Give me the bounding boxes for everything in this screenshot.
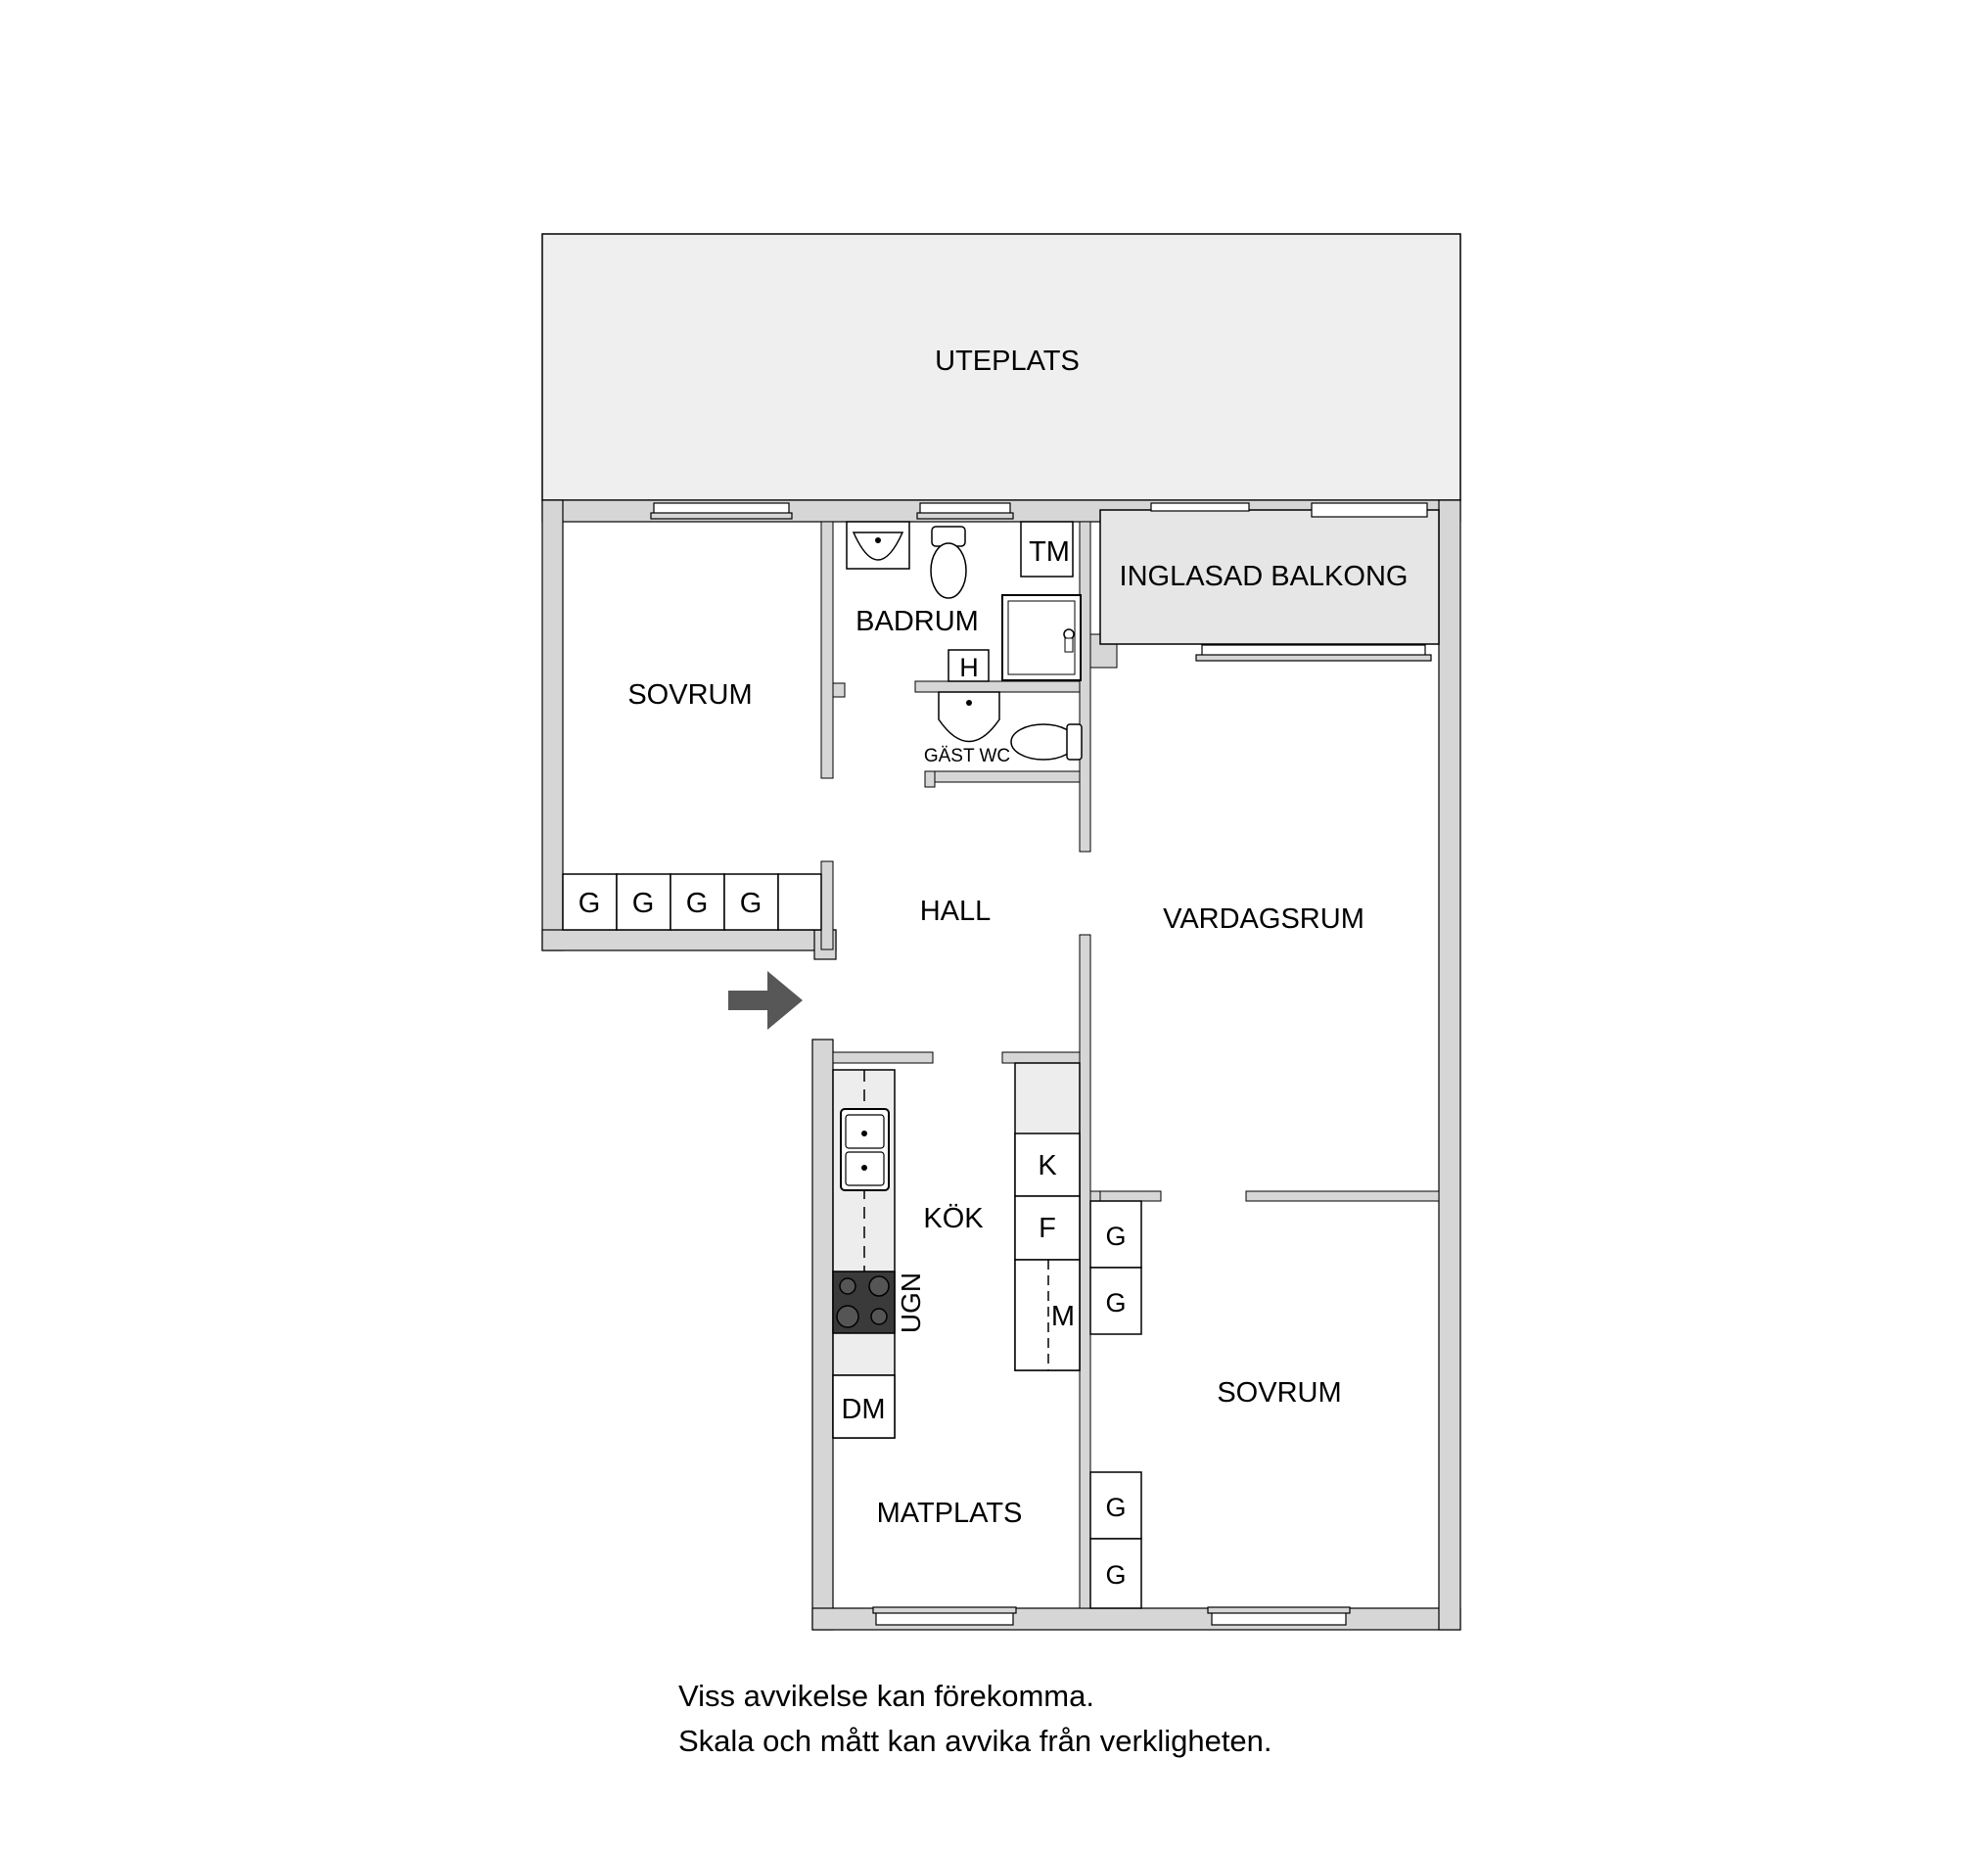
- kitchen-cabinets-right: [1014, 1062, 1081, 1371]
- disclaimer: Viss avvikelse kan förekomma. Skala och …: [678, 1674, 1272, 1764]
- disclaimer-line-2: Skala och mått kan avvika från verklighe…: [678, 1724, 1272, 1758]
- interior-walls: [820, 521, 1440, 1609]
- wardrobes-sovrum-1: [562, 873, 822, 931]
- dm-label: DM: [841, 1394, 885, 1425]
- bathroom-toilet-icon: [930, 526, 967, 599]
- inglasad-balkong-label: INGLASAD BALKONG: [1120, 561, 1409, 592]
- uteplats-label: UTEPLATS: [935, 346, 1080, 377]
- wardrobe-label: G: [1105, 1560, 1126, 1590]
- sovrum-1-label: SOVRUM: [627, 679, 752, 711]
- wardrobe-label: G: [1105, 1222, 1126, 1251]
- gast-wc-label: GÄST WC: [924, 746, 1010, 766]
- wardrobe-label: G: [686, 888, 709, 919]
- hall-label: HALL: [920, 896, 992, 927]
- m-label: M: [1051, 1301, 1075, 1332]
- k-label: K: [1038, 1150, 1057, 1181]
- f-label: F: [1039, 1213, 1056, 1244]
- shower-icon: [1001, 594, 1082, 681]
- sovrum-2-label: SOVRUM: [1217, 1377, 1341, 1409]
- badrum-label: BADRUM: [855, 606, 979, 637]
- uteplats-area: [541, 233, 1461, 501]
- windows: [650, 502, 1432, 1626]
- vardagsrum-label: VARDAGSRUM: [1163, 903, 1364, 935]
- h-label: H: [959, 653, 979, 682]
- tm-label: TM: [1029, 536, 1070, 568]
- bathroom-sink-icon: [846, 521, 910, 570]
- wardrobe-label: G: [632, 888, 655, 919]
- h-box: [948, 649, 990, 682]
- ugn-label: UGN: [896, 1272, 926, 1333]
- balkong-area: [1099, 509, 1440, 645]
- kok-label: KÖK: [923, 1203, 984, 1234]
- guest-toilet-icon: [1010, 723, 1083, 761]
- dm-box: [832, 1374, 896, 1439]
- disclaimer-line-1: Viss avvikelse kan förekomma.: [678, 1679, 1094, 1713]
- stove-icon: [832, 1271, 896, 1334]
- entrance-arrow-icon: [728, 971, 803, 1030]
- wardrobe-label: G: [740, 888, 763, 919]
- wardrobes-sovrum-2: [1089, 1200, 1142, 1609]
- matplats-label: MATPLATS: [877, 1498, 1023, 1529]
- wardrobe-label: G: [1105, 1493, 1126, 1522]
- tm-box: [1020, 521, 1074, 578]
- guest-sink-icon: [938, 691, 1000, 743]
- kitchen-sink-icon: [840, 1108, 890, 1191]
- wardrobe-label: G: [578, 888, 601, 919]
- wardrobe-label: G: [1105, 1288, 1126, 1318]
